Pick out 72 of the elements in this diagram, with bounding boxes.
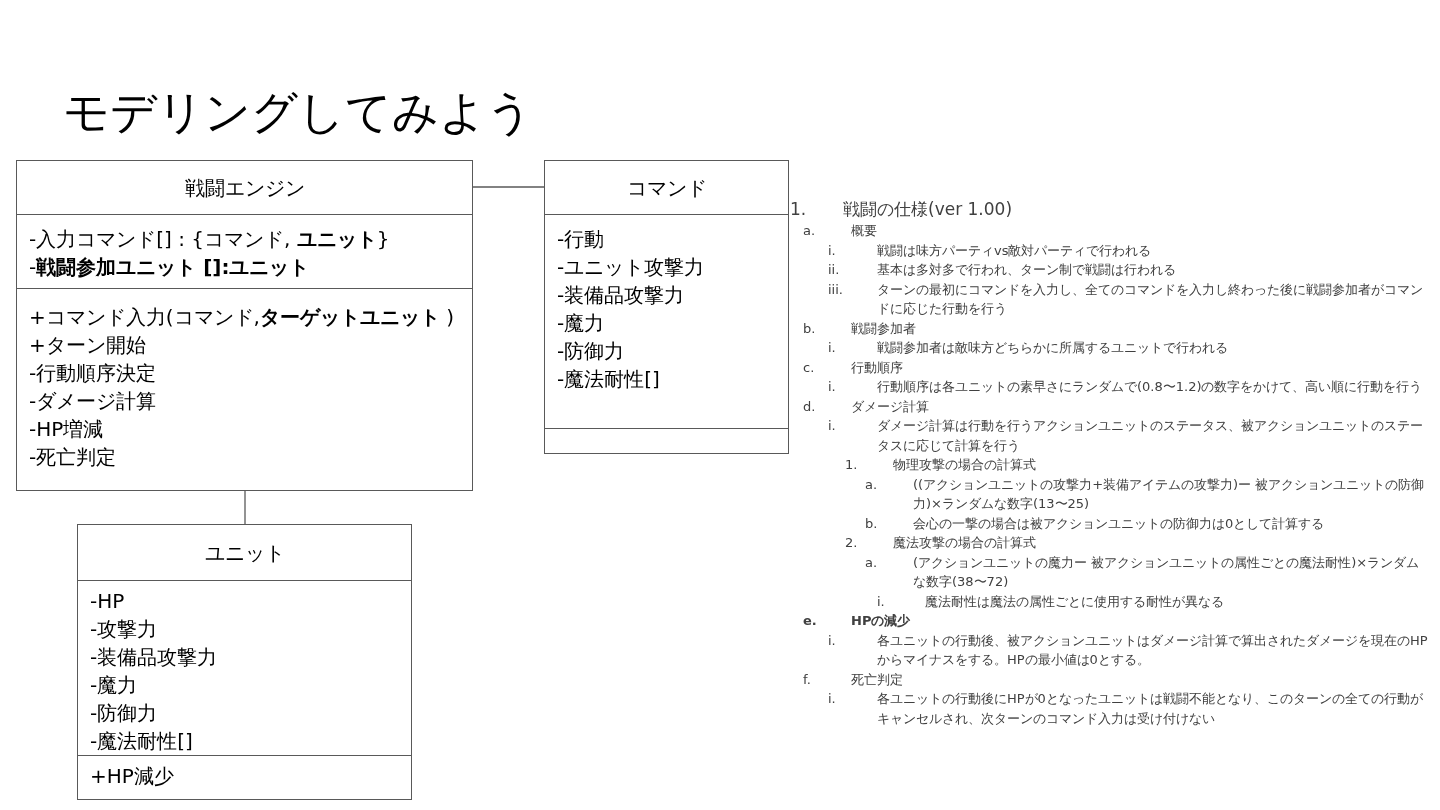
class-member: -魔力 [90,672,138,699]
class-member: -行動順序決定 [29,359,157,387]
list-marker: i. [828,631,836,650]
list-marker: iii. [828,280,843,299]
list-marker: i. [828,378,836,396]
list-marker: i. [828,417,836,435]
class-member: -攻撃力 [90,616,158,643]
spec-text: ダメージ計算は行動を行うアクションユニットのステータス、被アクションユニットのステータスに応じて計算を行う [877,417,1424,455]
slide-title: モデリングしてみよう [63,84,533,141]
list-marker: b. [803,319,816,338]
list-marker: c. [803,358,815,377]
spec-text: 基本は多対多で行われ、ターン制で戦闘は行われる [877,261,1177,279]
list-marker: a. [865,553,878,572]
spec-text: 行動順序は各ユニットの素早さにランダムで(0.8〜1.2)の数字をかけて、高い順に行動を行う [877,378,1424,396]
class-member: -HP [90,588,125,615]
spec-text: ((アクションユニットの攻撃力+装備アイテムの攻撃力)ー 被アクションユニットの防御力)×ランダムな数字(13〜25) [913,475,1426,513]
spec-text: 物理攻撃の場合の計算式 [893,456,1037,474]
spec-text: 各ユニットの行動後にHPが0となったユニットは戦闘不能となり、このターンの全ての行動がキャンセルされ、次ターンのコマンド入力は受け付けない [877,690,1424,728]
list-marker: f. [803,670,811,689]
list-marker: 2. [845,534,858,552]
class-box [16,160,473,491]
list-marker: a. [803,222,816,240]
spec-text: 戦闘参加者は敵味方どちらかに所属するユニットで行われる [877,339,1229,357]
class-member: -魔法耐性[] [557,366,660,393]
class-member: -HP増減 [29,415,104,443]
class-member: -戦闘参加ユニット []:ユニット [29,254,310,281]
list-marker: i. [828,339,836,357]
class-name: ユニット [204,539,285,567]
class-member: -ダメージ計算 [29,387,157,415]
class-member: -魔法耐性[] [90,728,193,755]
spec-text: 概要 [851,222,878,240]
list-marker: i. [828,241,836,260]
class-member: +コマンド入力(コマンド,ターゲットユニット ) [29,303,455,331]
association-line [472,186,545,188]
class-name: 戦闘エンジン [184,174,305,202]
spec-text: (アクションユニットの魔力ー 被アクションユニットの属性ごとの魔法耐性)×ランダムな数字(38〜72) [913,553,1421,591]
spec-text: 死亡判定 [851,670,904,689]
class-member: -装備品攻撃力 [557,282,685,309]
class-name: コマンド [626,174,707,202]
spec-text: ダメージ計算 [851,397,930,416]
class-member: -防御力 [90,700,158,727]
class-member: +ターン開始 [29,331,146,359]
class-member: -防御力 [557,338,625,365]
spec-text: 行動順序 [851,358,904,377]
spec-text: 会心の一撃の場合は被アクションユニットの防御力は0として計算する [913,514,1326,533]
list-marker: ii. [828,261,840,279]
class-box [544,160,789,454]
spec-text: ターンの最初にコマンドを入力し、全てのコマンドを入力し終わった後に戦闘参加者がコマンドに応じた行動を行う [877,280,1424,318]
list-marker: i. [828,690,836,708]
spec-text: HPの減少 [851,612,912,630]
class-member: -死亡判定 [29,443,117,471]
class-member: -ユニット攻撃力 [557,254,705,281]
list-marker: a. [865,475,878,494]
list-marker: d. [803,397,816,416]
spec-text: 魔法攻撃の場合の計算式 [893,534,1037,552]
class-member: -装備品攻撃力 [90,644,218,671]
spec-text: 戦闘の仕様(ver 1.00) [843,198,1014,221]
list-marker: b. [865,514,878,533]
spec-text: 各ユニットの行動後、被アクションユニットはダメージ計算で算出されたダメージを現在のHPからマイナスをする。HPの最小値は0とする。 [877,631,1428,669]
class-member: +HP減少 [90,763,174,790]
spec-text: 魔法耐性は魔法の属性ごとに使用する耐性が異なる [925,592,1225,611]
association-line [244,490,246,525]
list-marker: 1. [790,198,807,221]
class-member: -行動 [557,226,605,253]
class-member: -入力コマンド[] : {コマンド, ユニット} [29,226,390,253]
list-marker: i. [877,592,885,611]
list-marker: e. [803,612,817,630]
spec-text: 戦闘は味方パーティvs敵対パーティで行われる [877,241,1153,260]
list-marker: 1. [845,456,858,474]
spec-text: 戦闘参加者 [851,319,917,338]
class-member: -魔力 [557,310,605,337]
class-box [77,524,412,800]
